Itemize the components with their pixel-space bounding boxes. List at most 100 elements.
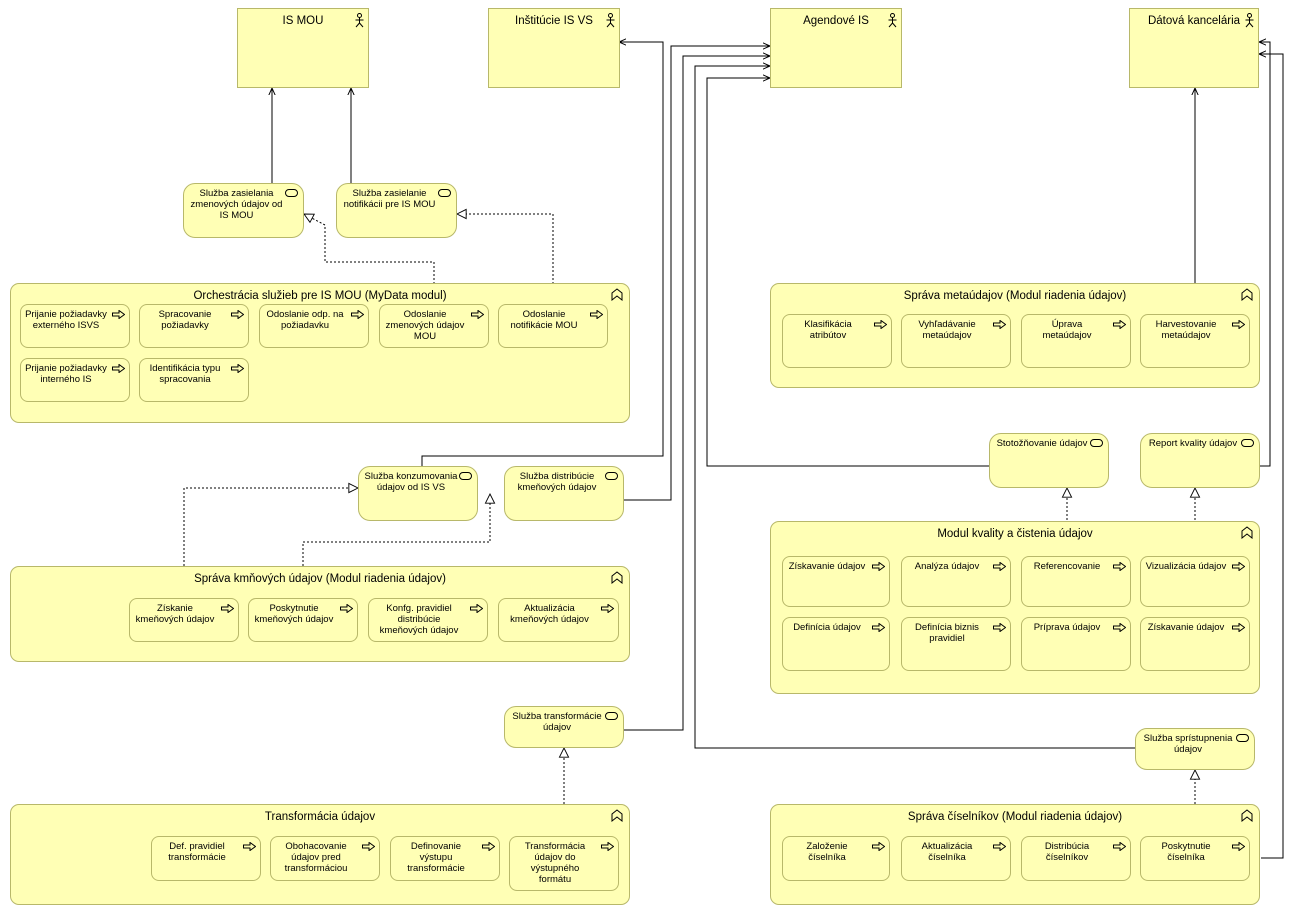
process-arrow-icon xyxy=(1113,623,1126,632)
function-uprava[interactable]: Úprava metaúdajov xyxy=(1021,314,1131,368)
service-stotoznovanie[interactable]: Stotožňovanie údajov xyxy=(989,433,1109,488)
service-spristupnenia[interactable]: Služba sprístupnenia údajov xyxy=(1135,728,1255,770)
process-arrow-icon xyxy=(872,842,885,851)
function-label: Definícia údajov xyxy=(793,622,861,633)
function-label: Poskytnutie kmeňových údajov xyxy=(254,603,334,625)
service-zasielanie-notifikacii[interactable]: Služba zasielanie notifikácii pre IS MOU xyxy=(336,183,457,238)
function-obohacovanie[interactable]: Obohacovanie údajov pred transformáciou xyxy=(270,836,380,881)
edge-realize-konzumovania xyxy=(183,488,358,598)
function-harvestovanie[interactable]: Harvestovanie metaúdajov xyxy=(1140,314,1250,368)
function-odoslanie-odp[interactable]: Odoslanie odp. na požiadavku xyxy=(259,304,369,348)
actor-is-mou[interactable]: IS MOU xyxy=(237,8,369,88)
function-prijanie-externeho[interactable]: Prijanie požiadavky externého ISVS xyxy=(20,304,130,348)
function-prijanie-interneho[interactable]: Prijanie požiadavky interného IS xyxy=(20,358,130,402)
function-definicia-udajov[interactable]: Definícia údajov xyxy=(782,617,890,671)
service-icon xyxy=(605,472,618,480)
function-referencovanie[interactable]: Referencovanie xyxy=(1021,556,1131,607)
function-label: Získanie kmeňových údajov xyxy=(135,603,215,625)
function-label: Získavanie údajov xyxy=(788,561,866,572)
function-label: Definovanie výstupu transformácie xyxy=(407,841,465,874)
function-def-pravidiel[interactable]: Def. pravidiel transformácie xyxy=(151,836,261,881)
function-label: Úprava metaúdajov xyxy=(1042,319,1092,341)
function-label: Odoslanie odp. na požiadavku xyxy=(266,309,344,331)
function-label: Konfg. pravidiel distribúcie kmeňových ú… xyxy=(379,603,459,636)
function-label: Odoslanie notifikácie MOU xyxy=(510,309,578,331)
actor-icon xyxy=(606,13,615,28)
function-group-icon xyxy=(611,571,623,584)
group-title: Správa kmňových údajov (Modul riadenia ú… xyxy=(194,573,446,585)
function-vizualizacia[interactable]: Vizualizácia údajov xyxy=(1140,556,1250,607)
service-report[interactable]: Report kvality údajov xyxy=(1140,433,1260,488)
edge-transformacie-to-agendove xyxy=(624,56,770,731)
function-transformacia-udajov[interactable]: Transformácia údajov do výstupného formá… xyxy=(509,836,619,891)
service-icon xyxy=(605,712,618,720)
process-arrow-icon xyxy=(601,842,614,851)
function-label: Transformácia údajov do výstupného formá… xyxy=(524,841,586,885)
process-arrow-icon xyxy=(471,310,484,319)
actor-datova-label: Dátová kancelária xyxy=(1147,15,1241,27)
process-arrow-icon xyxy=(1232,562,1245,571)
function-identifikacia[interactable]: Identifikácia typu spracovania xyxy=(139,358,249,402)
process-arrow-icon xyxy=(231,364,244,373)
actor-agendove[interactable]: Agendové IS xyxy=(770,8,902,88)
function-definicia-biznis[interactable]: Definícia biznis pravidiel xyxy=(901,617,1011,671)
process-arrow-icon xyxy=(1232,842,1245,851)
function-klasifikacia[interactable]: Klasifikácia atribútov xyxy=(782,314,892,368)
function-zalozenie[interactable]: Založenie číselníka xyxy=(782,836,890,881)
function-group-icon xyxy=(1241,526,1253,539)
function-aktualizacia-kmenovych[interactable]: Aktualizácia kmeňových údajov xyxy=(498,598,619,642)
function-label: Klasifikácia atribútov xyxy=(804,319,852,341)
function-ziskavanie-udajov-2[interactable]: Získavanie údajov xyxy=(1140,617,1250,671)
function-spracovanie[interactable]: Spracovanie požiadavky xyxy=(139,304,249,348)
process-arrow-icon xyxy=(221,604,234,613)
service-distribucie[interactable]: Služba distribúcie kmeňových údajov xyxy=(504,466,624,521)
function-label: Prijanie požiadavky interného IS xyxy=(25,363,107,385)
service-label: Služba distribúcie kmeňových údajov xyxy=(517,471,597,493)
actor-datova[interactable]: Dátová kancelária xyxy=(1129,8,1259,88)
function-priprava[interactable]: Príprava údajov xyxy=(1021,617,1131,671)
function-vyhladavanie[interactable]: Vyhľadávanie metaúdajov xyxy=(901,314,1011,368)
function-label: Harvestovanie metaúdajov xyxy=(1155,319,1217,341)
process-arrow-icon xyxy=(1113,842,1126,851)
process-arrow-icon xyxy=(993,562,1006,571)
function-poskytnutie-kmenovych[interactable]: Poskytnutie kmeňových údajov xyxy=(248,598,358,642)
service-label: Služba sprístupnenia údajov xyxy=(1143,733,1233,755)
function-definovanie-vystupu[interactable]: Definovanie výstupu transformácie xyxy=(390,836,500,881)
edge-distribucie-to-agendove xyxy=(624,46,770,501)
process-arrow-icon xyxy=(872,623,885,632)
actor-institucie-label: Inštitúcie IS VS xyxy=(515,15,593,27)
function-label: Referencovanie xyxy=(1033,561,1101,572)
process-arrow-icon xyxy=(340,604,353,613)
process-arrow-icon xyxy=(231,310,244,319)
service-konzumovania[interactable]: Služba konzumovania údajov od IS VS xyxy=(358,466,478,521)
process-arrow-icon xyxy=(470,604,483,613)
function-aktualizacia-ciselnika[interactable]: Aktualizácia číselníka xyxy=(901,836,1011,881)
edge-ciselniky-to-datova xyxy=(1259,54,1284,859)
edge-konzumovania-to-institucie xyxy=(421,42,664,466)
function-ziskavanie-udajov-1[interactable]: Získavanie údajov xyxy=(782,556,890,607)
function-distribucia-ciselnikov[interactable]: Distribúcia číselníkov xyxy=(1021,836,1131,881)
function-label: Aktualizácia kmeňových údajov xyxy=(510,603,589,625)
function-odoslanie-zmenovych[interactable]: Odoslanie zmenových údajov MOU xyxy=(379,304,489,348)
edge-realize-zasielanie xyxy=(304,214,435,304)
process-arrow-icon xyxy=(1232,623,1245,632)
process-arrow-icon xyxy=(874,320,887,329)
function-analyza[interactable]: Analýza údajov xyxy=(901,556,1011,607)
function-label: Odoslanie zmenových údajov MOU xyxy=(385,309,465,342)
function-ziskanie-kmenovych[interactable]: Získanie kmeňových údajov xyxy=(129,598,239,642)
service-transformacie[interactable]: Služba transformácie údajov xyxy=(504,706,624,748)
service-icon xyxy=(285,189,298,197)
function-odoslanie-notifikacie[interactable]: Odoslanie notifikácie MOU xyxy=(498,304,608,348)
function-konfg-pravidiel[interactable]: Konfg. pravidiel distribúcie kmeňových ú… xyxy=(368,598,488,642)
actor-institucie[interactable]: Inštitúcie IS VS xyxy=(488,8,620,88)
process-arrow-icon xyxy=(1113,320,1126,329)
process-arrow-icon xyxy=(243,842,256,851)
process-arrow-icon xyxy=(601,604,614,613)
function-label: Definícia biznis pravidiel xyxy=(915,622,979,644)
process-arrow-icon xyxy=(1113,562,1126,571)
function-poskytnutie-ciselnika[interactable]: Poskytnutie číselníka xyxy=(1140,836,1250,881)
process-arrow-icon xyxy=(482,842,495,851)
function-label: Aktualizácia číselníka xyxy=(921,841,973,863)
service-label: Služba konzumovania údajov od IS VS xyxy=(364,471,458,493)
service-zasielanie-zmenovych[interactable]: Služba zasielania zmenových údajov od IS… xyxy=(183,183,304,238)
